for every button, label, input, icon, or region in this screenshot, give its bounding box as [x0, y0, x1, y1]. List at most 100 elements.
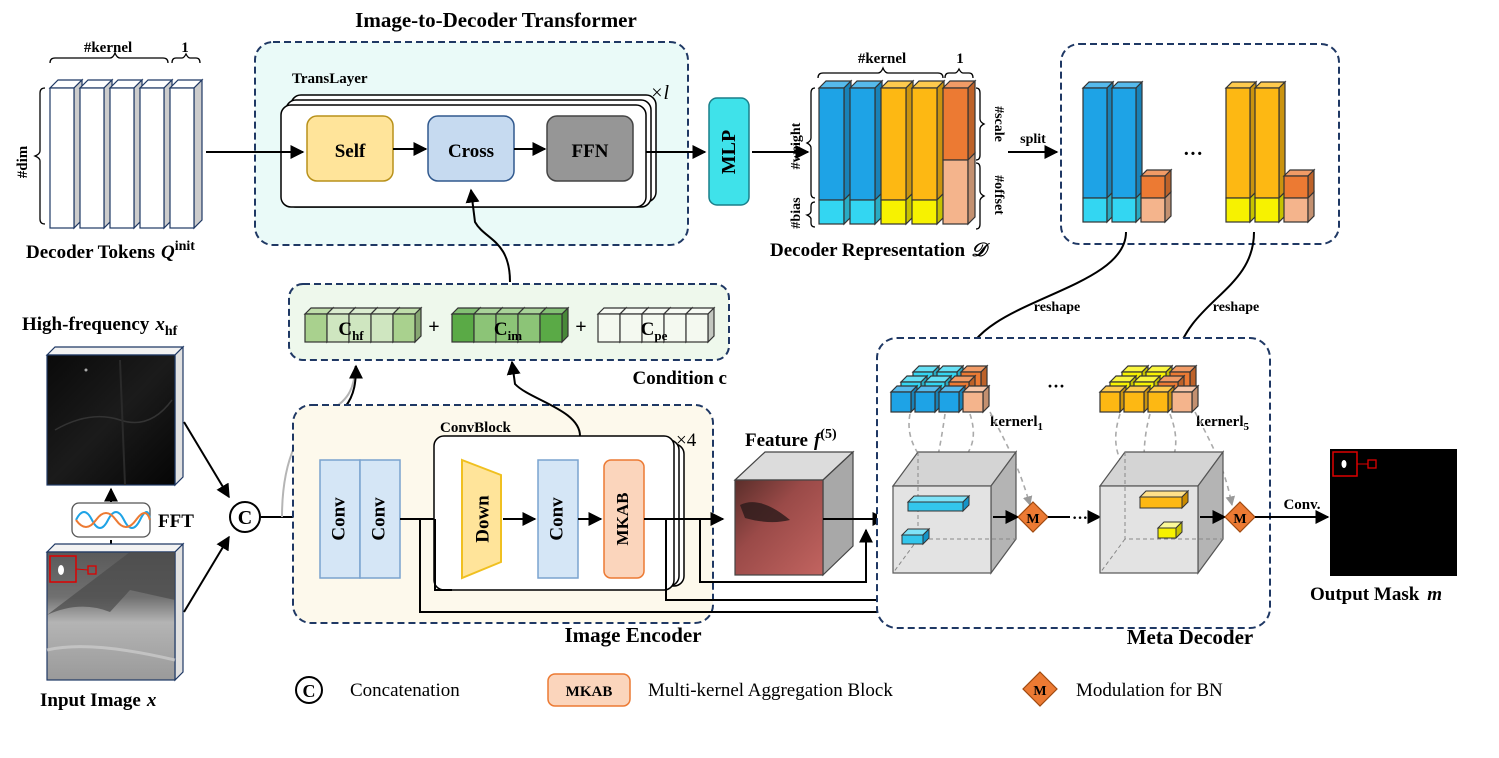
c-hf-label: Chf — [338, 319, 364, 343]
decoder-tokens — [48, 78, 204, 230]
c-pe-sub: pe — [654, 328, 667, 343]
hf-caption-text: High-frequency — [22, 314, 150, 335]
repr-caption-math: 𝒟 — [971, 240, 990, 261]
legend-concat-label: Concatenation — [350, 680, 460, 701]
kernel5-cube-8 — [1123, 391, 1145, 413]
repr-weight-label: #weight — [789, 122, 804, 169]
c-hf-text: C — [338, 319, 352, 340]
conv-block-3 — [537, 459, 579, 579]
split-group-1-weight-1 — [1082, 87, 1108, 199]
decoder-dots: ··· — [1072, 510, 1088, 527]
convblock-repeat: ×4 — [676, 430, 697, 451]
split-group-5-bias-2 — [1254, 197, 1280, 223]
kernel-slice-5a — [1139, 496, 1183, 509]
kernel1-cube-10 — [962, 391, 984, 413]
fft-label: FFT — [158, 511, 194, 532]
feature-map-cube — [734, 479, 824, 576]
tokens-caption-sup: init — [175, 239, 196, 254]
mkab-label: MKAB — [613, 493, 632, 546]
c-im-token-1 — [451, 313, 475, 343]
kernel1-cube-7 — [890, 391, 912, 413]
split-group-5-weight-2 — [1254, 87, 1280, 199]
meta-decoder-caption: Meta Decoder — [1127, 625, 1254, 649]
bias-bar-2 — [849, 199, 876, 225]
repr-offset-label: #offset — [991, 175, 1006, 215]
decoder-representation — [817, 79, 977, 226]
kernel5-label: kernerl5 — [1196, 414, 1249, 433]
tokens-caption-text: Decoder Tokens — [26, 242, 155, 263]
split-group-1-bias-1 — [1082, 197, 1108, 223]
convblock-label: ConvBlock — [440, 420, 512, 436]
repr-bias-label: #bias — [789, 197, 804, 229]
scale-bar — [942, 87, 969, 161]
split-kernels — [1081, 80, 1316, 224]
output-caption-math: m — [1427, 584, 1442, 605]
kernel-dots: ··· — [1047, 376, 1065, 396]
self-label: Self — [335, 141, 366, 162]
kernel-slice-1b — [901, 534, 924, 545]
kernel5-text: kernerl — [1196, 414, 1243, 430]
decoder-token-4 — [139, 87, 165, 229]
image-encoder-caption: Image Encoder — [564, 623, 701, 647]
bias-bar-4 — [911, 199, 938, 225]
translayer-repeat: ×l — [650, 82, 669, 104]
decoder-token-5-side — [193, 78, 203, 230]
c-pe-token-5-side — [707, 306, 715, 344]
plus-2: + — [575, 316, 586, 338]
mlp-label: MLP — [718, 130, 740, 174]
repr-one-label: 1 — [956, 51, 964, 67]
high-frequency-image — [46, 354, 176, 486]
repr-caption-text: Decoder Representation — [770, 240, 965, 261]
c-hf-token-5 — [392, 313, 416, 343]
split-dots: ··· — [1183, 143, 1203, 165]
input-caption-math: x — [146, 690, 157, 711]
mlp-block — [708, 97, 750, 206]
feature-caption-sup: (5) — [820, 427, 837, 442]
m-label-2: M — [1233, 512, 1246, 527]
kernel1-text: kernerl — [990, 414, 1037, 430]
repr-caption: Decoder Representation 𝒟 — [770, 240, 990, 261]
c-im-label: Cim — [494, 319, 522, 343]
c-pe-token-5 — [685, 313, 709, 343]
down-block — [461, 458, 502, 580]
modulation-icon-1 — [1017, 501, 1049, 533]
decoder-token-3 — [109, 87, 135, 229]
hf-caption-math: x — [154, 314, 165, 335]
c-hf-token-5-side — [414, 306, 422, 344]
output-mask-image — [1330, 449, 1457, 576]
ffn-label: FFN — [572, 141, 609, 162]
repr-scale-label: #scale — [991, 106, 1006, 142]
c-im-sub: im — [508, 328, 523, 343]
weight-bar-4 — [911, 87, 938, 201]
kernel5-cube-7 — [1099, 391, 1121, 413]
split-group-1-bias-2 — [1111, 197, 1137, 223]
conv-block-2 — [359, 459, 401, 579]
split-group-5-scale — [1283, 175, 1309, 199]
fft-box — [71, 502, 151, 538]
kernel-slice-1a — [907, 501, 964, 512]
m-label-1: M — [1026, 512, 1039, 527]
legend-mkab-label: Multi-kernel Aggregation Block — [648, 680, 893, 701]
transformer-title: Image-to-Decoder Transformer — [355, 8, 637, 32]
kernel1-sub: 1 — [1037, 421, 1043, 433]
concat-icon — [229, 501, 261, 533]
kernel5-sub: 5 — [1243, 421, 1249, 433]
fft-wave-icon — [75, 511, 151, 529]
split-group-1-scale — [1140, 175, 1166, 199]
c-pe-token-1 — [597, 313, 621, 343]
conv-block-1 — [319, 459, 361, 579]
c-hf-sub: hf — [352, 328, 364, 343]
repr-kernel-label: #kernel — [858, 51, 906, 67]
conv-label-1: Conv — [328, 497, 349, 541]
c-hf-token-1 — [304, 313, 328, 343]
split-group-5-offset — [1283, 197, 1309, 223]
c-im-token-5-side — [561, 306, 569, 344]
c-im-token-2 — [473, 313, 497, 343]
tokens-dim-label: #dim — [15, 145, 31, 178]
legend-concat-icon — [295, 676, 323, 704]
kernel1-cube-9 — [938, 391, 960, 413]
c-pe-text: C — [641, 319, 655, 340]
down-label: Down — [472, 495, 493, 543]
